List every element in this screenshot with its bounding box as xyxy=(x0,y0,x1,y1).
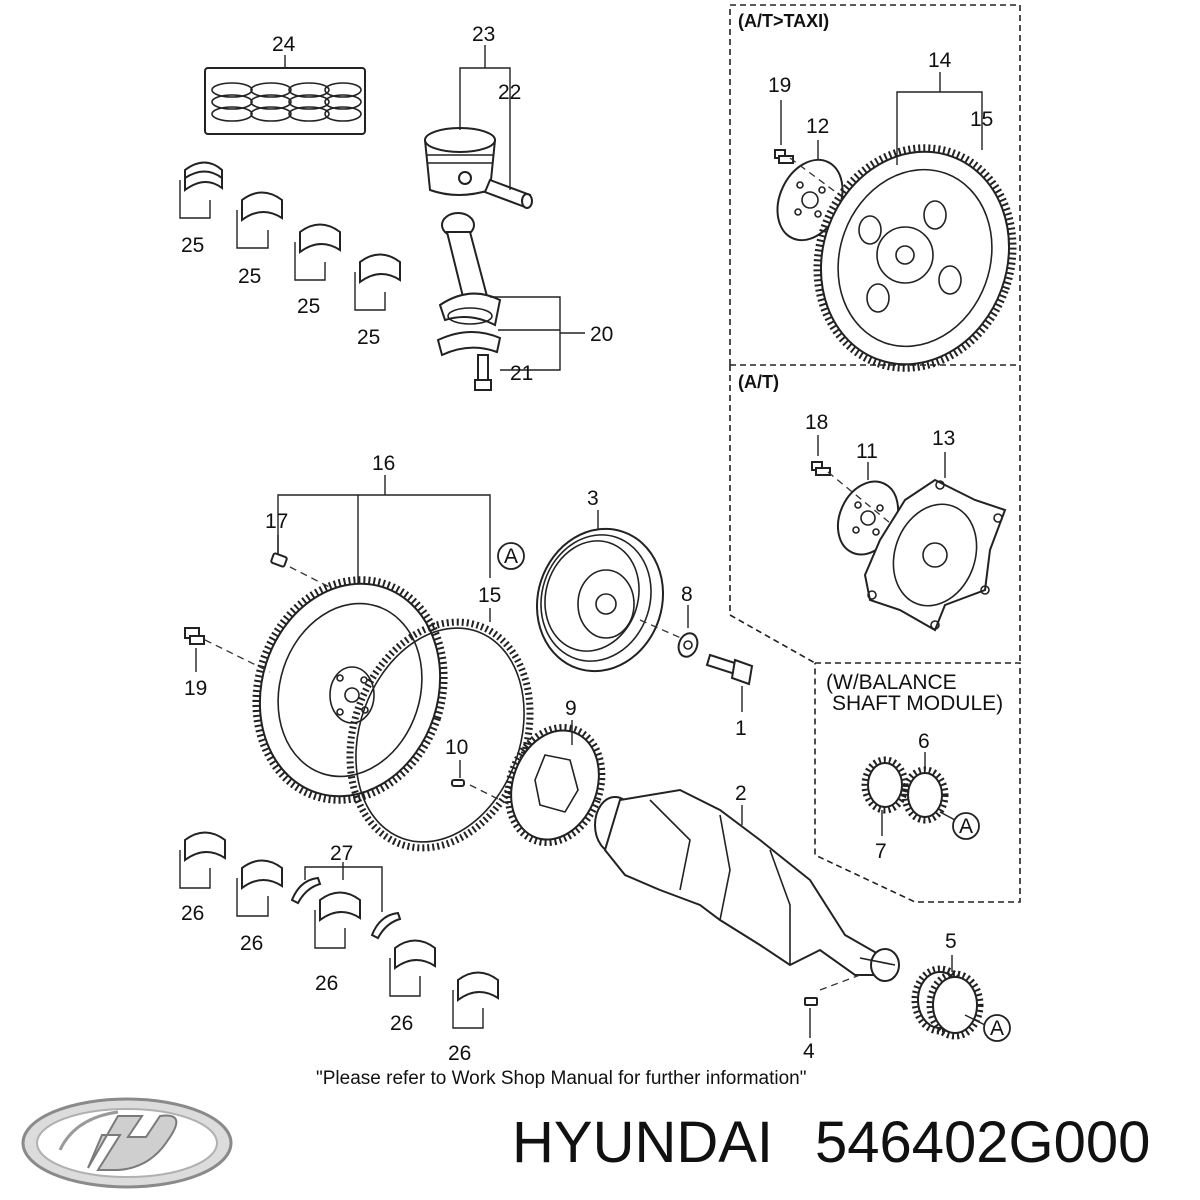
crankshaft xyxy=(594,788,900,982)
footnote: "Please refer to Work Shop Manual for fu… xyxy=(316,1068,806,1089)
taxi-adapter-plate xyxy=(776,158,844,242)
callout-15-taxi: 15 xyxy=(970,108,993,131)
callout-26-c: 26 xyxy=(315,972,338,995)
piston-ring-set xyxy=(204,67,366,135)
main-bearing-upper-set xyxy=(179,161,401,311)
section-boxes xyxy=(729,4,1021,903)
callout-2: 2 xyxy=(735,782,747,805)
callout-21: 21 xyxy=(510,362,533,385)
callout-19-flywheel: 19 xyxy=(184,677,207,700)
connecting-rod-bolt xyxy=(474,354,492,391)
callout-5: 5 xyxy=(945,930,957,953)
callout-16: 16 xyxy=(372,452,395,475)
part-number: 546402G000 xyxy=(815,1110,1150,1175)
balance-drive-gear xyxy=(911,965,984,1040)
crankshaft-key xyxy=(804,997,818,1006)
callout-25-c: 25 xyxy=(297,295,320,318)
callout-26-b: 26 xyxy=(240,932,263,955)
callout-27: 27 xyxy=(330,842,353,865)
callout-26-a: 26 xyxy=(181,902,204,925)
callout-22: 22 xyxy=(498,81,521,104)
callout-26-e: 26 xyxy=(448,1042,471,1065)
callout-14: 14 xyxy=(928,49,952,72)
flywheel xyxy=(252,576,448,804)
reference-marker-a-1 xyxy=(497,542,525,570)
callout-19-taxi: 19 xyxy=(768,74,791,97)
callout-13: 13 xyxy=(932,427,955,450)
at-drive-plate xyxy=(863,478,1007,632)
reference-marker-a-3-text: A xyxy=(990,1017,1004,1040)
brand-name: HYUNDAI xyxy=(512,1110,773,1175)
callout-18: 18 xyxy=(805,411,828,434)
connecting-rod xyxy=(436,212,502,357)
balance-shaft-gears xyxy=(861,756,949,824)
taxi-bolt xyxy=(774,149,794,164)
dowel-pin xyxy=(270,552,288,568)
callout-4: 4 xyxy=(803,1040,815,1063)
callout-25-d: 25 xyxy=(357,326,380,349)
callout-26-d: 26 xyxy=(390,1012,413,1035)
section-label-at-taxi: (A/T>TAXI) xyxy=(738,11,829,31)
section-label-at: (A/T) xyxy=(738,372,779,392)
callout-1: 1 xyxy=(735,717,747,740)
piston-pin xyxy=(483,178,533,209)
callout-7: 7 xyxy=(875,840,887,863)
crankshaft-sprocket xyxy=(504,723,606,847)
reference-marker-a-2 xyxy=(952,812,980,840)
section-label-balance-2: SHAFT MODULE) xyxy=(832,692,1003,715)
hyundai-logo-icon xyxy=(21,1097,233,1189)
callout-20: 20 xyxy=(590,323,613,346)
flywheel-bolt xyxy=(184,627,205,645)
crankshaft-pulley xyxy=(535,527,665,673)
main-bearing-lower-set xyxy=(179,831,499,1029)
callout-8: 8 xyxy=(681,583,693,606)
at-bolt xyxy=(811,461,831,476)
callout-3: 3 xyxy=(587,487,599,510)
callout-24: 24 xyxy=(272,33,296,56)
sprocket-pin xyxy=(451,779,465,787)
callout-23: 23 xyxy=(472,23,495,46)
callout-15-ring: 15 xyxy=(478,584,501,607)
callout-10: 10 xyxy=(445,736,468,759)
callout-12: 12 xyxy=(806,115,829,138)
reference-marker-a-3 xyxy=(983,1014,1011,1042)
callout-9: 9 xyxy=(565,697,577,720)
callout-17: 17 xyxy=(265,510,288,533)
callout-6: 6 xyxy=(918,730,930,753)
callout-25-a: 25 xyxy=(181,234,204,257)
pulley-bolt xyxy=(705,653,754,686)
pulley-washer xyxy=(677,632,699,658)
callout-25-b: 25 xyxy=(238,265,261,288)
reference-marker-a-2-text: A xyxy=(959,815,973,838)
callout-11: 11 xyxy=(856,440,878,463)
thrust-washers xyxy=(290,876,402,940)
reference-marker-a-1-text: A xyxy=(504,545,518,568)
section-label-balance-1: (W/BALANCE xyxy=(826,671,957,694)
piston xyxy=(423,127,497,196)
